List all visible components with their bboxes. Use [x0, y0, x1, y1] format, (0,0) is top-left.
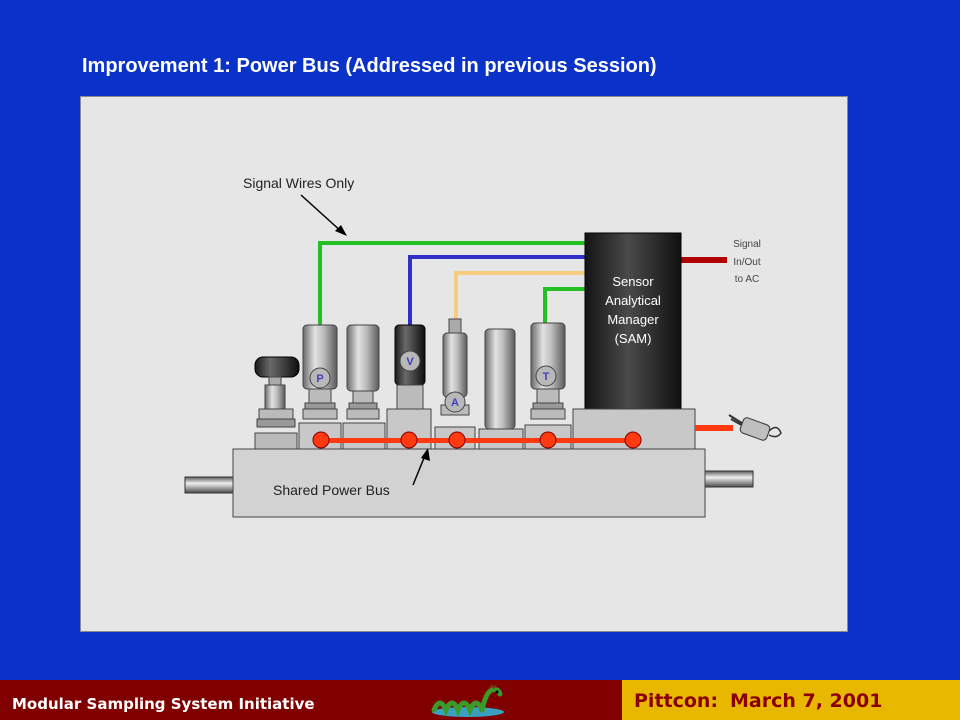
temperature-sensor — [524, 322, 572, 450]
sam-label-line-4: (SAM) — [615, 331, 652, 346]
valve-actuator — [386, 324, 432, 450]
svg-text:T: T — [543, 371, 550, 383]
svg-text:A: A — [451, 397, 459, 409]
bus-node-2 — [400, 431, 418, 449]
slide-title: Improvement 1: Power Bus (Addressed in p… — [82, 55, 657, 77]
handle-valve — [254, 356, 300, 450]
signal-io-line — [681, 257, 727, 263]
plain-cylinder — [342, 324, 386, 450]
power-bus-diagram: Sensor Analytical Manager (SAM) P V A T — [184, 175, 782, 518]
svg-text:V: V — [406, 356, 414, 368]
signal-io-label-line-1: Signal — [733, 239, 761, 250]
tall-cylinder — [478, 328, 524, 450]
manifold-base — [232, 448, 706, 518]
analyzer-probe — [434, 318, 476, 450]
sea-serpent-logo-icon — [431, 684, 504, 717]
signal-io-label-line-3: to AC — [735, 274, 759, 285]
badge-p: P — [309, 367, 331, 389]
badge-t: T — [535, 365, 557, 387]
blue-signal-wire — [408, 255, 585, 327]
power-plug-icon — [728, 414, 782, 441]
sam-label-line-2: Analytical — [605, 293, 661, 308]
sam-label-line-3: Manager — [607, 312, 659, 327]
power-bus-arrowhead — [421, 448, 430, 461]
footer-initiative-text: Modular Sampling System Initiative — [12, 695, 315, 713]
green-signal-wire — [318, 241, 585, 329]
sam-label-line-1: Sensor — [612, 274, 654, 289]
footer-event-date: March 7, 2001 — [730, 690, 883, 712]
right-rod — [704, 470, 754, 488]
signal-io-label-line-2: In/Out — [733, 257, 760, 268]
left-rod — [184, 476, 234, 494]
power-bus-line — [321, 438, 635, 443]
badge-a: A — [444, 391, 466, 413]
badge-v: V — [399, 350, 421, 372]
signal-wires-label: Signal Wires Only — [243, 175, 354, 191]
footer-event-label: Pittcon: — [634, 690, 719, 712]
diagram-panel: Sensor Analytical Manager (SAM) P V A T — [80, 96, 848, 632]
power-cord-line — [695, 425, 733, 431]
signal-wires-arrowhead — [335, 225, 347, 236]
shared-power-bus-label: Shared Power Bus — [273, 482, 390, 498]
green-signal-wire-2 — [543, 287, 585, 323]
footer-event-box: Pittcon: March 7, 2001 — [622, 680, 960, 720]
tan-signal-wire — [454, 271, 585, 319]
signal-wires-arrow — [300, 194, 344, 234]
bus-node-3 — [448, 431, 466, 449]
sam-unit — [584, 232, 682, 412]
svg-text:P: P — [316, 373, 323, 385]
bus-node-1 — [312, 431, 330, 449]
bus-node-5 — [624, 431, 642, 449]
bus-node-4 — [539, 431, 557, 449]
